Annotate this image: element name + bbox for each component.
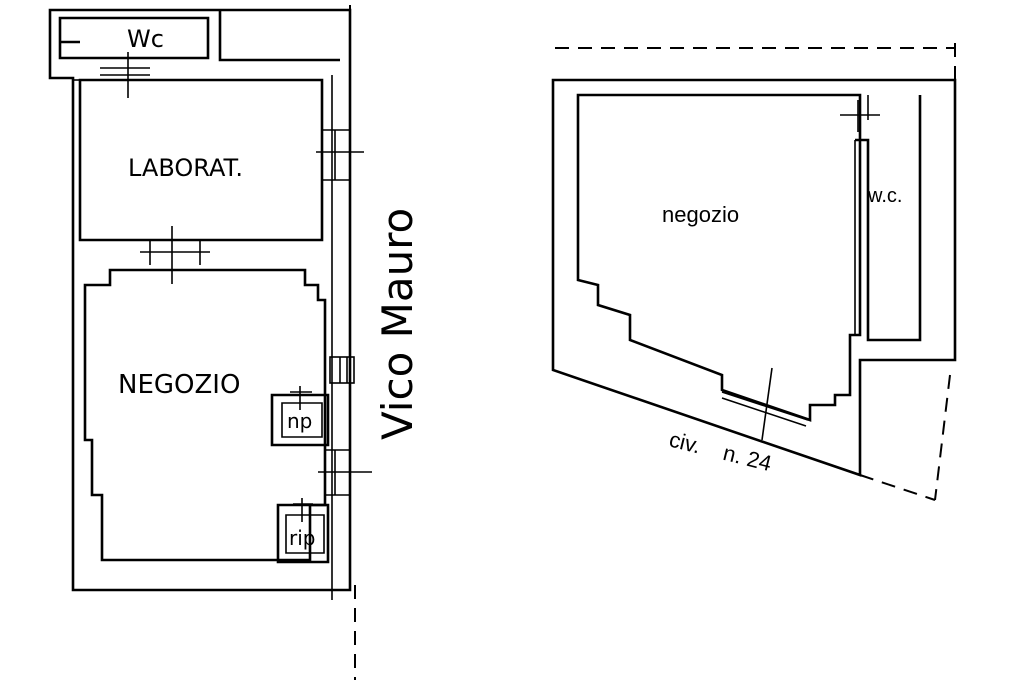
laboratory-room-wall [78,78,324,242]
right-wc-room [840,95,922,342]
civic-number-label: civ. n. 24 [667,427,774,477]
left-wc-label: Wc [127,25,164,53]
side-window [329,356,355,384]
laboratory-street-door [316,129,364,181]
right-annex-wall [218,10,340,62]
laboratory-shop-door [140,226,210,284]
shop-street-door [318,449,372,496]
right-wc-label: w.c. [867,185,902,207]
left-outer-wall [48,8,352,592]
np-closet [270,386,330,447]
right-shop-label: negozio [662,202,739,227]
right-shop-room-wall [576,93,862,422]
street-name-label: Vico Mauro [373,208,422,440]
laboratory-label: LABORAT. [128,154,243,182]
left-shop-label: NEGOZIO [118,370,240,400]
wc-door [100,52,150,98]
civic-number: n. 24 [721,440,775,476]
np-label: np [287,409,312,433]
civic-prefix: civ. [667,427,703,459]
rip-closet [276,498,330,564]
left-floor-plan: Wc LABORAT. NEGOZIO np rip Vico Mauro [48,5,422,680]
civic-entrance-door [721,367,809,441]
right-floor-plan: negozio w.c. civ. n. 24 [551,40,957,501]
wc-room-wall [58,16,210,60]
right-outer-wall [551,78,957,477]
rip-label: rip [289,526,315,550]
shop-room-wall [83,268,327,562]
